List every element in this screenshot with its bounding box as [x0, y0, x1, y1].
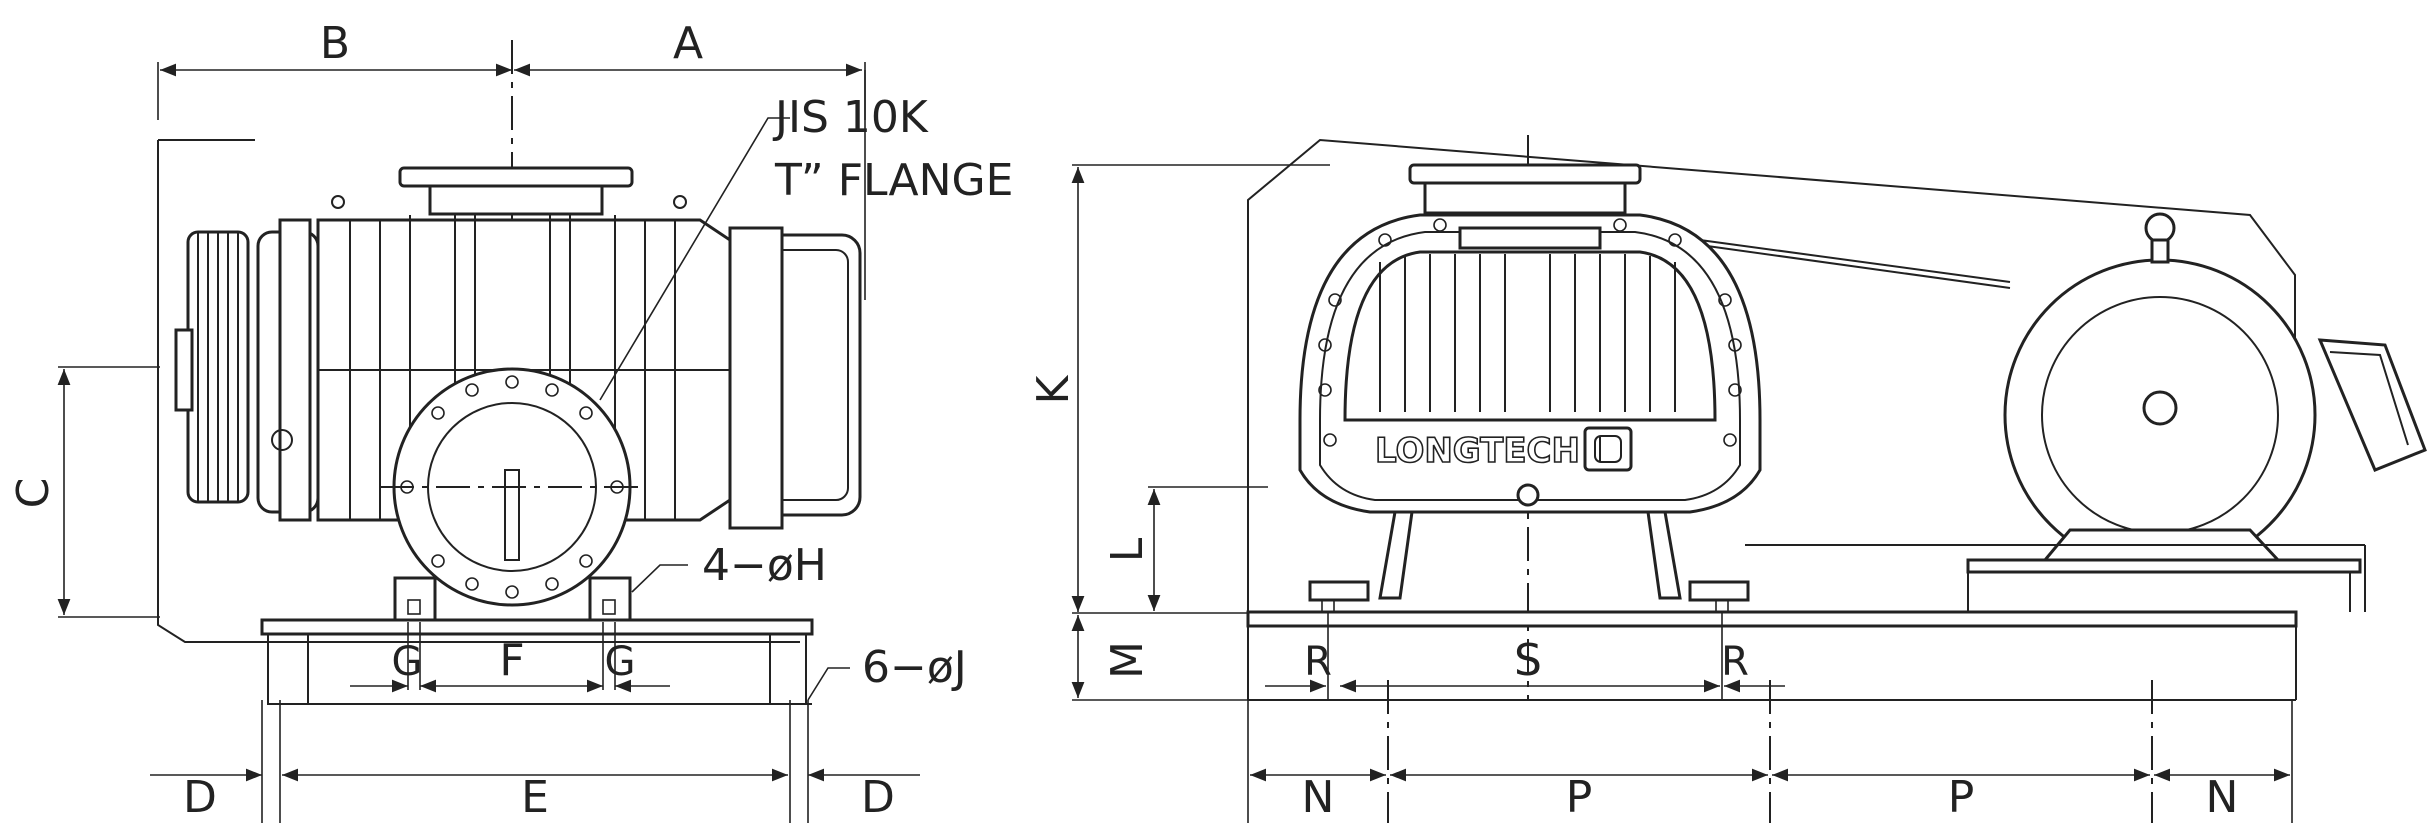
dim-label-S: S	[1514, 635, 1542, 686]
dim-label-A: A	[673, 18, 703, 69]
base-frame-side	[1246, 544, 2366, 701]
dim-label-P-right: P	[1948, 772, 1975, 823]
dim-label-C: C	[8, 478, 59, 509]
flange-note-line1: JIS 10K	[772, 92, 929, 143]
outlet-flange	[380, 367, 644, 607]
dim-label-B: B	[320, 18, 350, 69]
dim-label-L: L	[1102, 537, 1153, 562]
dim-label-F: F	[499, 635, 524, 686]
dim-label-D-left: D	[183, 772, 217, 823]
motor	[1966, 212, 2427, 574]
dim-label-P-left: P	[1566, 772, 1593, 823]
dim-label-G-left: G	[392, 639, 423, 685]
dim-label-M: M	[1102, 641, 1153, 679]
dim-label-R-left: R	[1304, 639, 1332, 685]
dim-label-E: E	[521, 772, 549, 823]
dim-label-N-right: N	[2206, 772, 2239, 823]
base-frame-end	[260, 618, 814, 705]
dim-label-N-left: N	[1302, 772, 1335, 823]
left-end-view	[57, 40, 920, 823]
right-side-view: LONGTECH	[1071, 135, 2427, 823]
blower-body-side: LONGTECH	[1298, 163, 1762, 613]
dim-label-G-right: G	[605, 639, 636, 685]
dim-label-R-right: R	[1721, 639, 1749, 685]
longtech-logo-icon	[1583, 426, 1633, 472]
dim-label-J: 6−øJ	[862, 642, 967, 693]
dim-label-K: K	[1028, 374, 1079, 404]
brand-name: LONGTECH	[1375, 431, 1580, 471]
dim-label-D-right: D	[861, 772, 895, 823]
pulley	[174, 230, 250, 504]
flange-note-line2: T” FLANGE	[774, 155, 1013, 206]
dim-label-H: 4−øH	[702, 540, 827, 591]
